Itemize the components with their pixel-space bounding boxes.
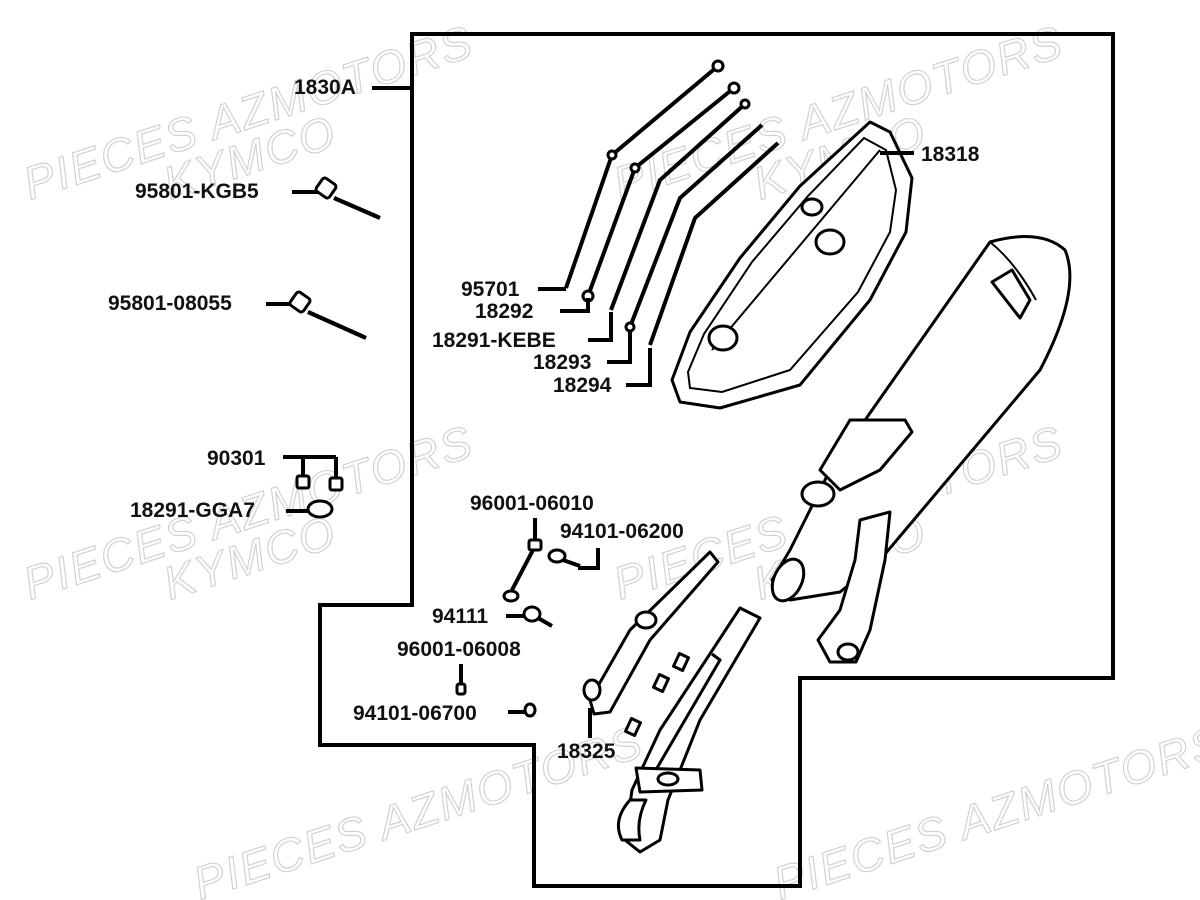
bolt-icon xyxy=(314,176,381,220)
heat-shield xyxy=(670,120,914,410)
label-95801-KGB5: 95801-KGB5 xyxy=(135,180,259,203)
label-90301: 90301 xyxy=(207,447,266,470)
label-1830A: 1830A xyxy=(294,76,356,99)
pipe-bracket xyxy=(582,550,720,716)
bolt-icon xyxy=(455,682,467,696)
washer-icon xyxy=(523,702,537,718)
watermark-layer: PIECES AZMOTORS KYMCO PIECES AZMOTORS KY… xyxy=(16,14,1200,900)
muffler xyxy=(770,235,1072,664)
assembly-outline xyxy=(318,32,1115,888)
label-94101-06700: 94101-06700 xyxy=(353,702,477,725)
stay-rods xyxy=(564,59,780,346)
label-18291-KEBE: 18291-KEBE xyxy=(432,329,556,352)
gasket-icon xyxy=(306,499,334,519)
label-18294: 18294 xyxy=(553,374,612,397)
label-18318: 18318 xyxy=(921,143,980,166)
washer-icon xyxy=(547,548,581,568)
label-18325: 18325 xyxy=(557,740,616,763)
label-18291-GGA7: 18291-GGA7 xyxy=(130,499,255,522)
label-96001-06008: 96001-06008 xyxy=(397,638,521,661)
label-94111: 94111 xyxy=(432,605,488,628)
exhaust-pipe xyxy=(616,606,762,854)
label-96001-06010: 96001-06010 xyxy=(470,492,594,515)
label-95701: 95701 xyxy=(461,278,520,301)
bolt-icon xyxy=(288,290,367,340)
bolt-icon xyxy=(522,605,553,628)
nut-icon xyxy=(295,474,344,492)
label-94101-06200: 94101-06200 xyxy=(560,520,684,543)
label-18292: 18292 xyxy=(475,300,533,323)
label-18293: 18293 xyxy=(533,351,591,374)
label-95801-08055: 95801-08055 xyxy=(108,292,232,315)
bolt-icon xyxy=(502,538,543,603)
watermark-text: PIECES AZMOTORS xyxy=(767,715,1200,900)
